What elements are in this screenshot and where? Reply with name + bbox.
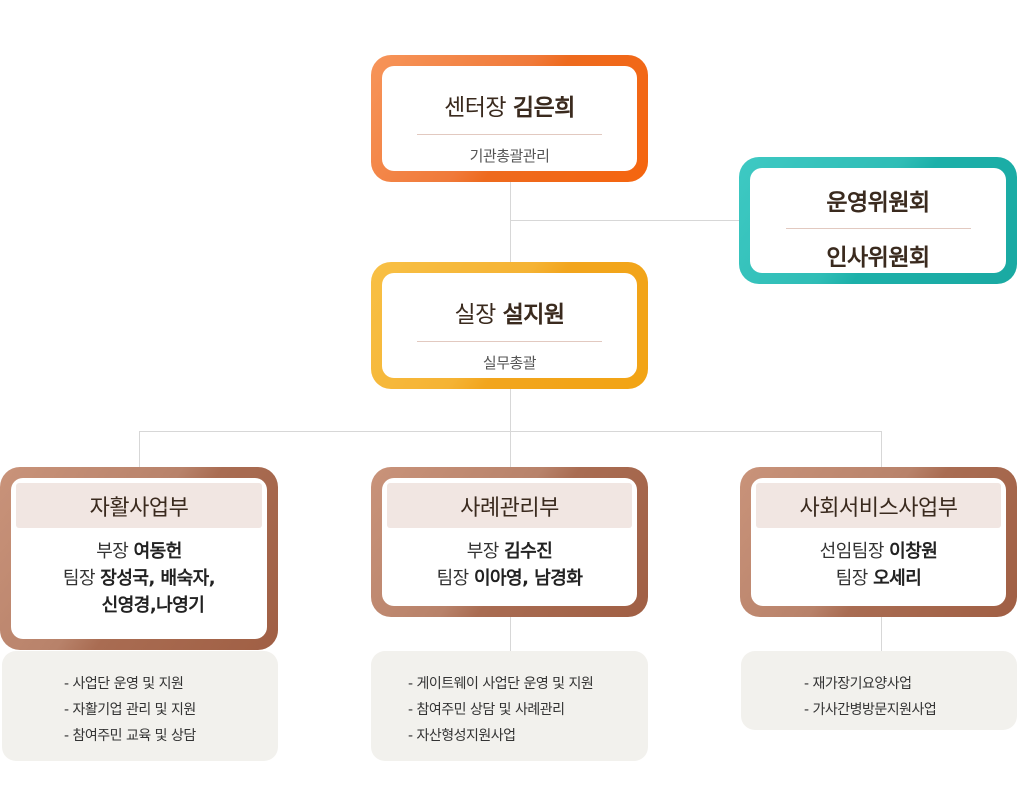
duty-list: - 게이트웨이 사업단 운영 및 지원 - 참여주민 상담 및 사례관리 - 자… [408, 671, 648, 749]
director-role: 센터장 [444, 95, 507, 121]
director-name: 김은희 [512, 95, 575, 121]
team-role: 팀장 [835, 568, 869, 589]
head-name: 김수진 [504, 541, 553, 562]
duty-item: - 참여주민 상담 및 사례관리 [408, 702, 565, 718]
department-box-social-service: 사회서비스사업부 선임팀장 이창원 팀장 오세리 [740, 467, 1017, 617]
director-duty: 기관총괄관리 [469, 147, 550, 165]
department-box-case-management: 사례관리부 부장 김수진 팀장 이아영, 남경화 [371, 467, 648, 617]
department-name: 사회서비스사업부 [756, 483, 1001, 528]
head-role: 부장 [96, 541, 129, 562]
duty-item: - 게이트웨이 사업단 운영 및 지원 [408, 676, 594, 692]
team-names: 오세리 [873, 568, 922, 589]
duty-item: - 자산형성지원사업 [408, 728, 516, 744]
department-head: 부장 여동헌 [96, 538, 182, 565]
duty-item: - 참여주민 교육 및 상담 [64, 728, 196, 744]
team-names: 이아영, 남경화 [473, 568, 583, 589]
duty-list: - 재가장기요양사업 - 가사간병방문지원사업 [804, 671, 1017, 723]
director-divider [417, 134, 602, 135]
connector-dept3-duties [881, 617, 882, 651]
connector-director-manager [510, 180, 511, 263]
department-box-self-support: 자활사업부 부장 여동헌 팀장 장성국, 배숙자, 신영경,나영기 [0, 467, 278, 650]
manager-duty: 실무총괄 [482, 354, 537, 372]
department-name: 자활사업부 [16, 483, 262, 528]
manager-name: 설지원 [502, 302, 565, 328]
team-leaders: 팀장 장성국, 배숙자, 신영경,나영기 [62, 565, 216, 619]
manager-role: 실장 [454, 302, 496, 328]
team-leaders: 팀장 이아영, 남경화 [437, 565, 583, 592]
team-leaders: 팀장 오세리 [836, 565, 922, 592]
duty-item: - 재가장기요양사업 [804, 676, 912, 692]
head-role: 부장 [466, 541, 500, 562]
head-role: 선임팀장 [819, 541, 885, 562]
connector-dept2 [510, 431, 511, 469]
connector-dept2-duties [510, 617, 511, 651]
duties-self-support: - 사업단 운영 및 지원 - 자활기업 관리 및 지원 - 참여주민 교육 및… [2, 651, 278, 761]
director-box: 센터장 김은희 기관총괄관리 [371, 55, 648, 182]
team-names-cont: 신영경,나영기 [101, 595, 205, 616]
connector-manager-down [510, 388, 511, 431]
team-names: 장성국, 배숙자, [100, 568, 216, 589]
committee-personnel: 인사위원회 [826, 245, 930, 271]
department-name: 사례관리부 [387, 483, 632, 528]
committee-box: 운영위원회 인사위원회 [739, 157, 1017, 284]
department-head: 부장 김수진 [467, 538, 553, 565]
connector-dept1 [139, 431, 140, 469]
committee-divider [785, 228, 971, 229]
manager-title: 실장 설지원 [454, 295, 565, 329]
head-name: 이창원 [889, 541, 938, 562]
team-role: 팀장 [62, 568, 96, 589]
duty-item: - 자활기업 관리 및 지원 [64, 702, 196, 718]
duty-list: - 사업단 운영 및 지원 - 자활기업 관리 및 지원 - 참여주민 교육 및… [64, 671, 278, 749]
head-name: 여동헌 [133, 541, 183, 562]
connector-committee [510, 220, 742, 221]
director-title: 센터장 김은희 [444, 88, 575, 122]
duties-case-management: - 게이트웨이 사업단 운영 및 지원 - 참여주민 상담 및 사례관리 - 자… [371, 651, 648, 761]
manager-box: 실장 설지원 실무총괄 [371, 262, 648, 389]
duty-item: - 사업단 운영 및 지원 [64, 676, 184, 692]
team-role: 팀장 [436, 568, 470, 589]
duty-item: - 가사간병방문지원사업 [804, 702, 937, 718]
duties-social-service: - 재가장기요양사업 - 가사간병방문지원사업 [741, 651, 1017, 730]
department-head: 선임팀장 이창원 [820, 538, 938, 565]
connector-dept3 [881, 431, 882, 469]
committee-operations: 운영위원회 [826, 190, 930, 216]
manager-divider [417, 341, 602, 342]
